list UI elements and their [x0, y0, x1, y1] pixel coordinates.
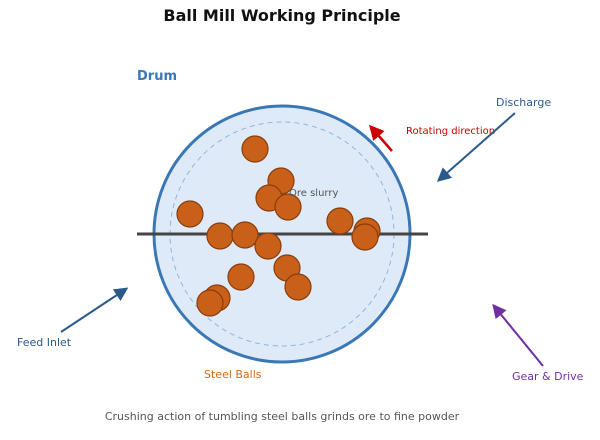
rotation-arrow — [369, 124, 393, 152]
diagram-title: Ball Mill Working Principle — [163, 6, 400, 25]
steel-ball — [326, 207, 354, 235]
steel-ball — [254, 232, 282, 260]
drum-label: Drum — [137, 69, 177, 84]
discharge-label: Discharge — [496, 96, 551, 109]
gear-drive-arrow — [492, 303, 544, 367]
gear-drive-label: Gear & Drive — [512, 370, 584, 383]
feed-inlet-arrow — [60, 287, 129, 333]
diagram-caption: Crushing action of tumbling steel balls … — [105, 410, 460, 423]
steel-ball — [284, 273, 312, 301]
steel-ball — [231, 221, 259, 249]
steel-ball — [176, 200, 204, 228]
steel-ball — [241, 135, 269, 163]
steel-ball — [206, 222, 234, 250]
steel-ball-group — [176, 135, 381, 317]
feed-inlet-label: Feed Inlet — [17, 336, 72, 349]
discharge-arrow — [436, 112, 516, 182]
steel-ball — [274, 193, 302, 221]
rotating-direction-label: Rotating direction — [406, 126, 495, 137]
steel-ball — [227, 263, 255, 291]
steel-balls-label: Steel Balls — [204, 368, 262, 381]
steel-ball — [196, 289, 224, 317]
steel-ball — [351, 223, 379, 251]
ore-slurry-label: Ore slurry — [289, 188, 338, 199]
